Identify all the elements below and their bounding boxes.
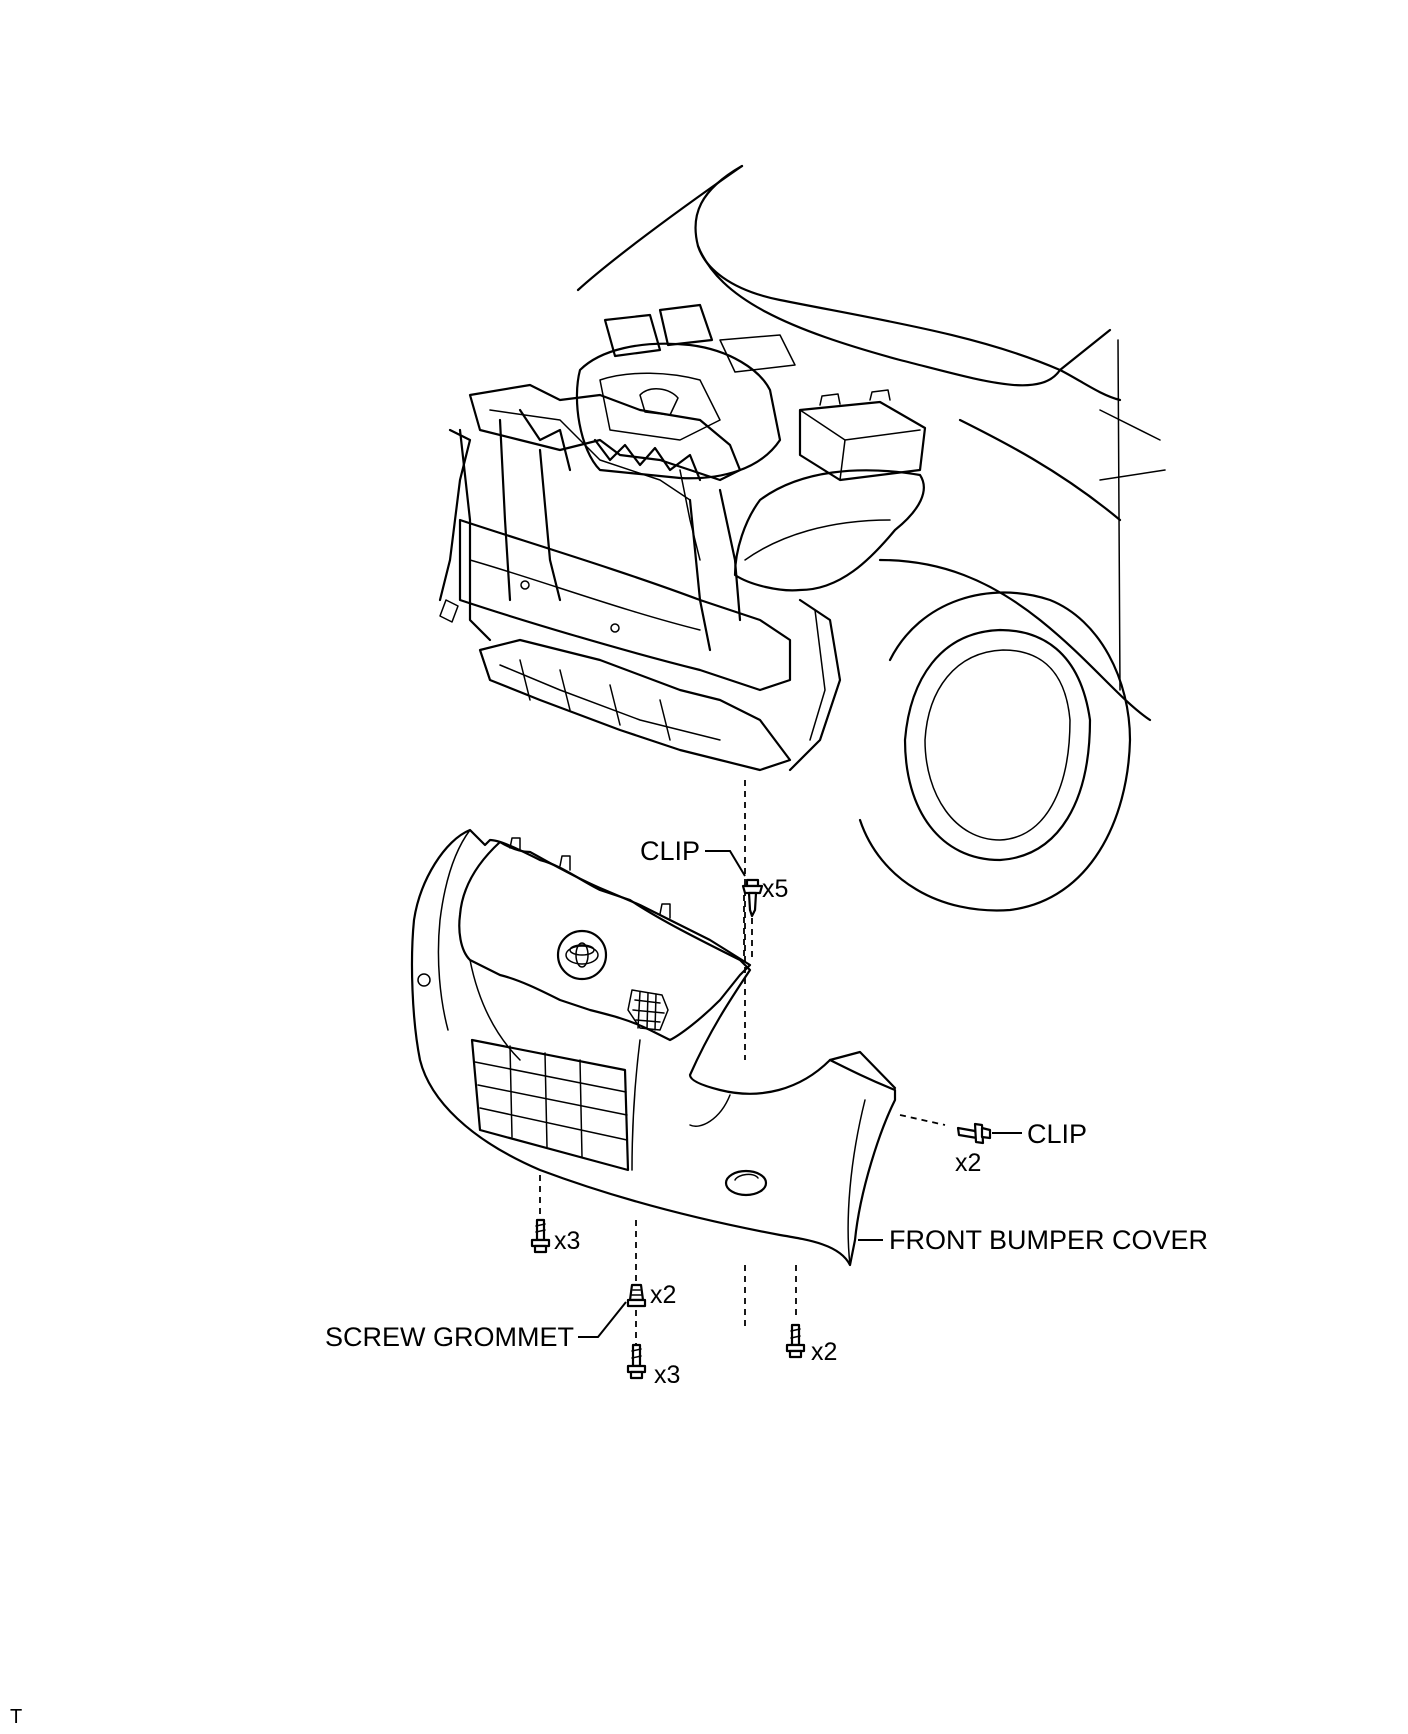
- grommet-quantity: x2: [650, 1281, 677, 1309]
- clip-right-icon: [956, 1122, 992, 1145]
- front-bumper-cover: [410, 828, 897, 1267]
- grille-mesh: [627, 989, 669, 1031]
- screw-grommet-icon: [626, 1283, 647, 1308]
- clip-right-label: CLIP: [1027, 1119, 1088, 1149]
- clip-top-quantity: x5: [762, 875, 789, 903]
- screw-center-icon: [626, 1343, 647, 1380]
- clip-top-icon: [741, 878, 764, 918]
- clip-right-quantity: x2: [955, 1149, 982, 1177]
- corner-mark: T: [10, 1706, 23, 1728]
- screw-right-icon: [785, 1323, 806, 1359]
- leader-lines: [578, 850, 1022, 1338]
- screw-right-quantity: x2: [811, 1338, 838, 1366]
- screw-center-quantity: x3: [654, 1361, 681, 1389]
- front-bumper-cover-label: FRONT BUMPER COVER: [889, 1225, 1209, 1255]
- screw-grommet-label: SCREW GROMMET: [325, 1322, 574, 1352]
- screw-left-icon: [530, 1218, 551, 1254]
- clip-top-label: CLIP: [640, 836, 701, 866]
- screw-left-quantity: x3: [554, 1227, 581, 1255]
- engine-compartment: [438, 303, 927, 772]
- vehicle-front-body: [576, 164, 1166, 912]
